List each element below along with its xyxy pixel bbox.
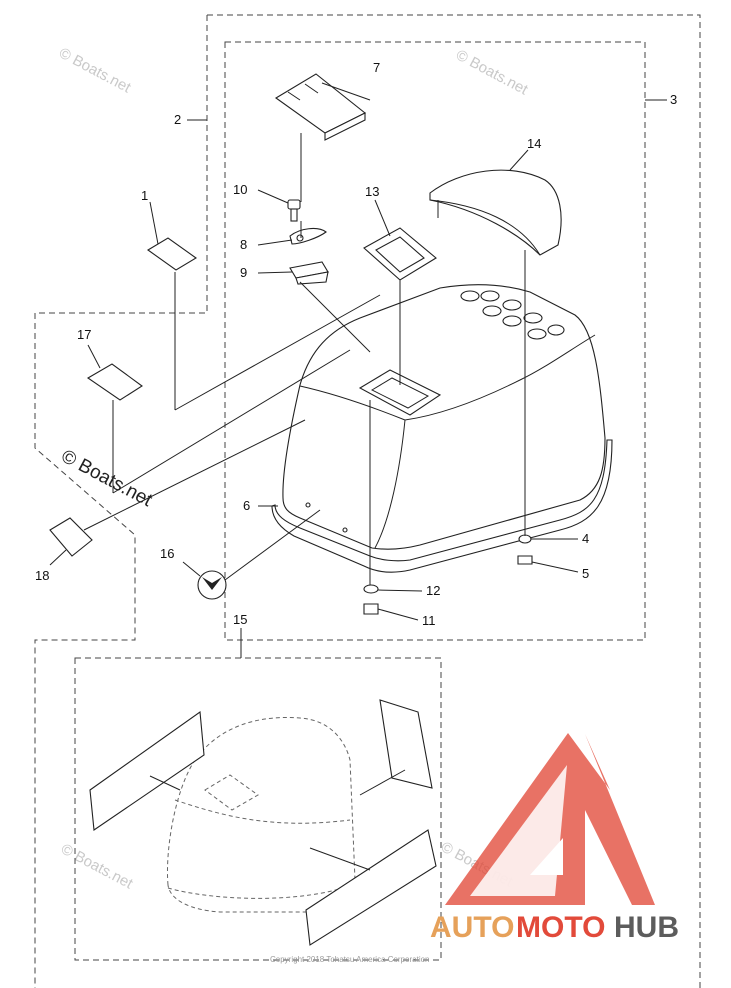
- callout-13: 13: [365, 184, 379, 199]
- watermark-top-right: © Boats.net: [453, 47, 531, 99]
- group-2-outline: [34, 14, 701, 988]
- callout-9: 9: [240, 265, 247, 280]
- side-decal-right-top: [379, 699, 433, 789]
- side-decal-left: [89, 711, 205, 831]
- leader-lines: [49, 82, 667, 871]
- callout-16: 16: [160, 546, 174, 561]
- brand-logo: AUTO MOTO HUB: [430, 733, 679, 944]
- grommets-and-nuts: [363, 534, 533, 615]
- part-14-top-cover: [429, 169, 562, 268]
- engine-cover-assembly: [271, 284, 613, 573]
- group-outlines: [34, 14, 701, 988]
- callout-1: 1: [141, 188, 148, 203]
- engine-cover-base-rim: [271, 439, 613, 573]
- callout-12: 12: [426, 583, 440, 598]
- callout-7: 7: [373, 60, 380, 75]
- engine-cover-side-line: [374, 419, 406, 549]
- callout-8: 8: [240, 237, 247, 252]
- callout-4: 4: [582, 531, 589, 546]
- callout-numbers: 1 2 3 4 5 6 7 8 9 10 11 12 13 14 15 16 1…: [35, 60, 677, 628]
- part-15-decal-set: [89, 699, 437, 946]
- callout-3: 3: [670, 92, 677, 107]
- group-3-outline: [224, 41, 646, 641]
- callout-18: 18: [35, 568, 49, 583]
- engine-cover-vent-inner: [370, 377, 430, 409]
- callout-5: 5: [582, 566, 589, 581]
- part-5-nut: [517, 555, 533, 565]
- part-1-decal: [146, 237, 198, 271]
- part-4-grommet: [518, 534, 532, 544]
- brand-word-hub: HUB: [614, 911, 679, 944]
- part-13-seal: [363, 227, 437, 281]
- engine-cover-top-ridge: [299, 334, 596, 421]
- part-8-clip: [289, 227, 327, 245]
- side-decal-right-bottom: [305, 829, 437, 946]
- engine-cover-vent: [358, 369, 442, 416]
- callout-15: 15: [233, 612, 247, 627]
- watermark-top-left: © Boats.net: [56, 45, 134, 97]
- callout-2: 2: [174, 112, 181, 127]
- part-17-decal: [86, 363, 143, 401]
- watermark-bottom-left: © Boats.net: [58, 841, 136, 893]
- part-16-emblem: [197, 570, 227, 600]
- part-12-grommet: [363, 584, 379, 594]
- callout-14: 14: [527, 136, 541, 151]
- group-15-outline: [74, 657, 442, 961]
- part-9-bracket: [289, 261, 329, 285]
- brand-word-moto: MOTO: [516, 911, 605, 944]
- callout-17: 17: [77, 327, 91, 342]
- engine-cover-bosses: [460, 290, 565, 340]
- part-10-bolt: [287, 199, 301, 222]
- engine-cover-body: [282, 284, 606, 550]
- brand-logo-inner: [470, 765, 567, 896]
- callout-10: 10: [233, 182, 247, 197]
- callout-11: 11: [422, 613, 436, 628]
- callout-6: 6: [243, 498, 250, 513]
- part-11-nut: [363, 603, 379, 615]
- decals: [49, 237, 227, 600]
- part-7-plate: [274, 73, 367, 141]
- part-18-decal: [49, 517, 93, 557]
- brand-word-auto: AUTO: [430, 911, 514, 944]
- copyright-text: Copyright 2018 Tohatsu America Corporati…: [270, 955, 430, 964]
